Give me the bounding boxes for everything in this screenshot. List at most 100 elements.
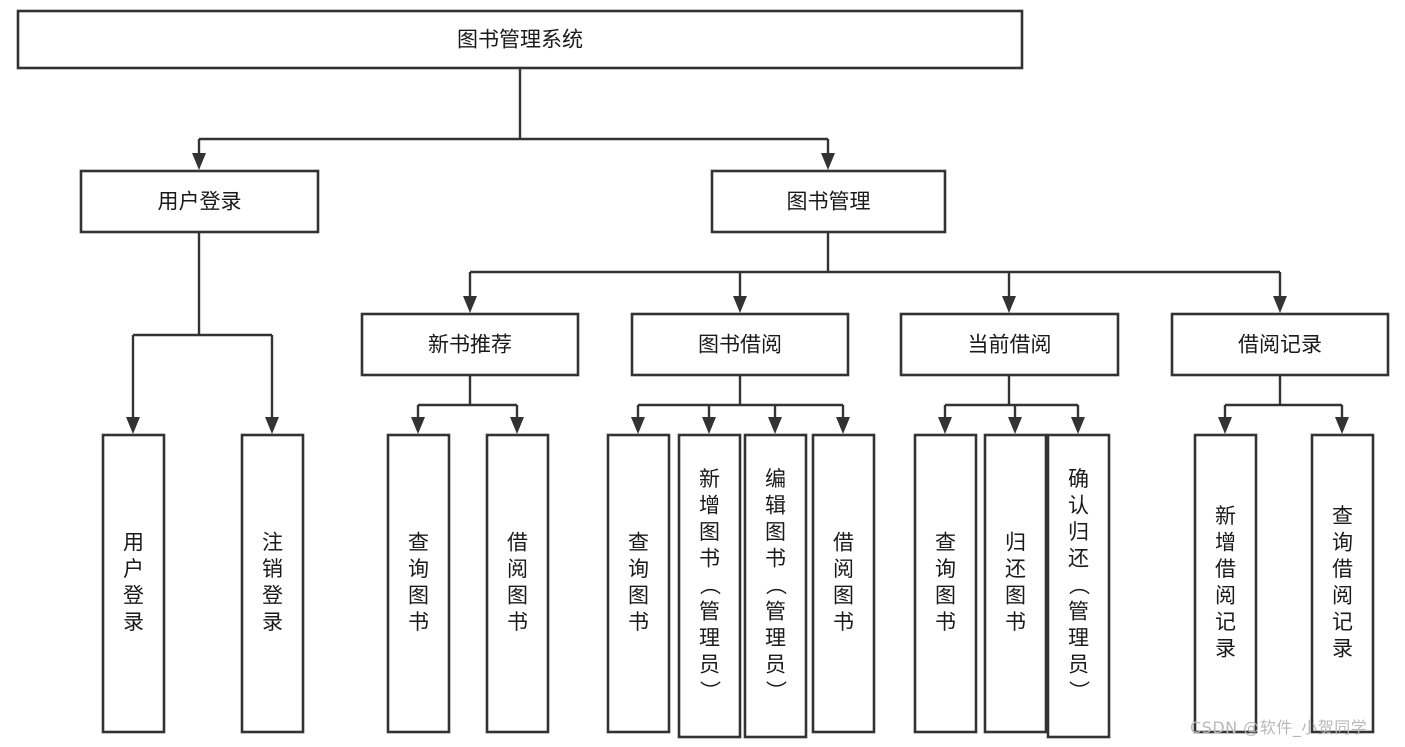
node-label-char: 借 [1332, 557, 1353, 581]
node-label-char: 理 [1068, 626, 1089, 650]
node-current-borrow[interactable]: 当前借阅 [899, 312, 1120, 377]
node-label-char: 理 [765, 626, 786, 650]
node-leaf-user-login[interactable]: 用户登录 [101, 433, 166, 734]
node-label-char: 图 [628, 584, 649, 608]
node-label-char: 录 [262, 610, 283, 634]
arrow-head-icon [1008, 417, 1022, 434]
connector-book-manage-bus [468, 232, 1282, 298]
node-label-char: 图 [935, 584, 956, 608]
node-user-login[interactable]: 用户登录 [79, 169, 320, 234]
node-new-book-recommend[interactable]: 新书推荐 [360, 312, 580, 377]
node-box [1046, 433, 1111, 739]
connector-user-login-bus [131, 232, 274, 419]
csdn-watermark: CSDN @软件_小贺同学 [1190, 718, 1368, 737]
node-label-char: 注 [262, 531, 283, 555]
node-label: 图书借阅 [698, 333, 782, 357]
node-label-char: 借 [507, 531, 528, 555]
node-label-char: 书 [1005, 610, 1026, 634]
connector-borrow-record-bus [1223, 375, 1344, 419]
node-label-char: 询 [935, 557, 956, 581]
connector-book-borrow-bus [636, 375, 845, 419]
node-label-char: 用 [123, 531, 144, 555]
node-box [101, 433, 166, 734]
node-label-char: 员 [765, 652, 786, 676]
node-box [677, 433, 742, 739]
node-label-char: 管 [699, 599, 720, 623]
node-box [913, 433, 978, 734]
node-label-char: 询 [628, 557, 649, 581]
node-label-char: 书 [935, 610, 956, 634]
node-label-char: 理 [699, 626, 720, 650]
connector-root-bus [197, 68, 830, 155]
arrow-head-icon [938, 417, 952, 434]
node-label-char: 阅 [1332, 584, 1353, 608]
node-label-char: 增 [1215, 531, 1236, 555]
node-box [606, 433, 671, 734]
node-box [630, 312, 850, 377]
arrow-head-icon [510, 417, 524, 434]
node-label-char: 户 [123, 557, 144, 581]
node-label-char: 员 [1068, 652, 1089, 676]
node-label-char: 阅 [507, 557, 528, 581]
node-label-char: 编 [765, 467, 786, 491]
node-label-char: ） [1067, 680, 1091, 701]
node-box [710, 169, 947, 234]
node-label-char: 辑 [765, 493, 786, 517]
node-root[interactable]: 图书管理系统 [16, 9, 1024, 70]
arrow-head-icon [1002, 296, 1016, 313]
node-label-char: 录 [1215, 637, 1236, 661]
node-label-char: 归 [1005, 531, 1026, 555]
node-label-char: 书 [833, 610, 854, 634]
node-label-char: 录 [1332, 637, 1353, 661]
node-label-char: 查 [408, 531, 429, 555]
node-label: 新书推荐 [428, 333, 512, 357]
node-label-char: 管 [765, 599, 786, 623]
arrow-head-icon [1218, 417, 1232, 434]
arrow-head-icon [192, 153, 206, 170]
connector-new-book-bus [416, 375, 519, 419]
node-label-char: 阅 [833, 557, 854, 581]
arrow-head-icon [126, 417, 140, 434]
node-label-char: 借 [833, 531, 854, 555]
node-book-manage[interactable]: 图书管理 [710, 169, 947, 234]
node-label-char: 询 [408, 557, 429, 581]
node-book-borrow[interactable]: 图书借阅 [630, 312, 850, 377]
node-label-char: 录 [123, 610, 144, 634]
node-box [16, 9, 1024, 70]
node-label-char: 图 [408, 584, 429, 608]
node-label-char: 图 [1005, 584, 1026, 608]
node-label-char: 图 [833, 584, 854, 608]
node-box [79, 169, 320, 234]
node-box [386, 433, 451, 734]
connector-current-borrow-bus [943, 375, 1080, 419]
node-label-char: 销 [262, 557, 283, 581]
node-label-char: 登 [262, 584, 283, 608]
node-borrow-record[interactable]: 借阅记录 [1170, 312, 1390, 377]
node-label-char: 员 [699, 652, 720, 676]
node-box [983, 433, 1048, 734]
node-label-char: 新 [1215, 504, 1236, 528]
node-label-char: 查 [628, 531, 649, 555]
node-label-char: 图 [507, 584, 528, 608]
node-label-char: 书 [507, 610, 528, 634]
node-label: 用户登录 [158, 190, 242, 214]
node-box [485, 433, 550, 734]
node-label-char: 查 [935, 531, 956, 555]
node-layer: 图书管理系统用户登录图书管理新书推荐图书借阅当前借阅借阅记录用户登录注销登录查询… [16, 9, 1390, 739]
node-label-char: 管 [1068, 599, 1089, 623]
node-label: 图书管理 [787, 190, 871, 214]
node-label-char: ） [698, 680, 722, 701]
